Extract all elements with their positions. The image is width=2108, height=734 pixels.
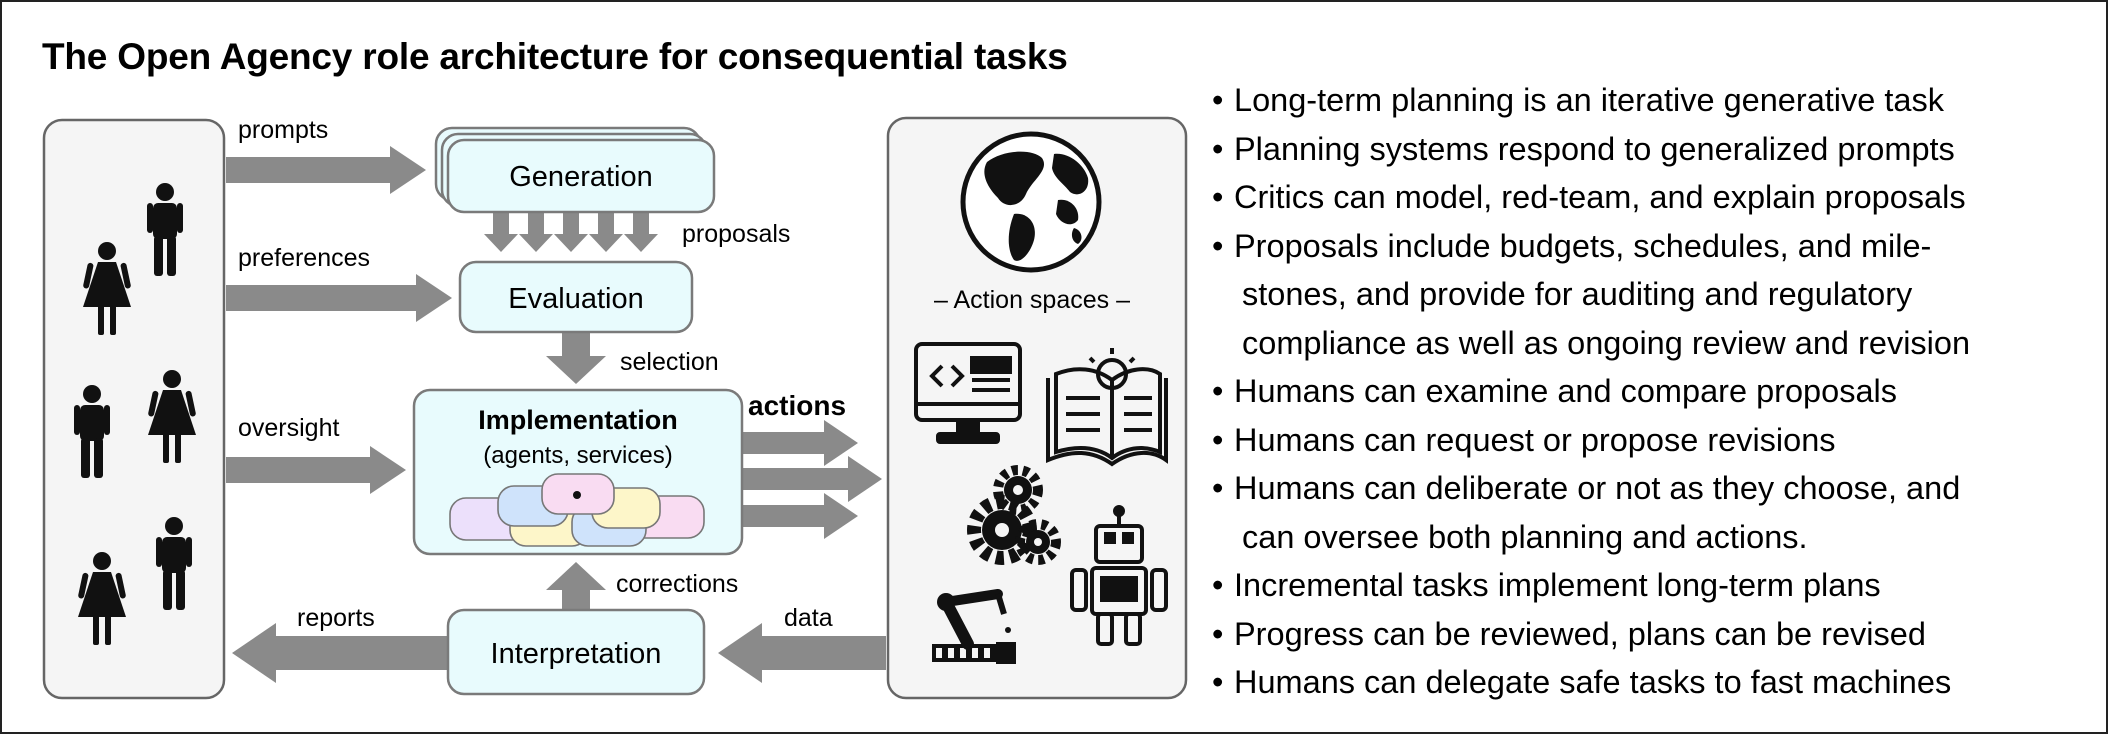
bullet-text: Humans can examine and compare proposals: [1234, 373, 1897, 409]
reports-arrow: [232, 623, 448, 683]
bullet-dot: •: [1212, 664, 1224, 700]
humans-panel: [42, 118, 226, 700]
bullet-dot: •: [1212, 130, 1224, 167]
bullet-continuation: stones, and provide for auditing and reg…: [1242, 276, 1913, 312]
globe-icon: [960, 131, 1102, 273]
bullet-text: Humans can deliberate or not as they cho…: [1234, 470, 1961, 506]
corrections-arrow: [546, 562, 606, 610]
interpretation-label: Interpretation: [491, 638, 662, 670]
bullet-continuation: can oversee both planning and actions.: [1242, 518, 1808, 555]
action-arrow-3: [742, 493, 858, 539]
corrections-label: corrections: [616, 570, 738, 598]
book-lightbulb-icon: [1046, 348, 1168, 467]
bullet-text: Planning systems respond to generalized …: [1234, 130, 1955, 167]
robot-icon: [1070, 505, 1168, 646]
action-arrow-1: [742, 420, 858, 466]
preferences-arrow: [226, 274, 452, 322]
bullet-item: • Progress can be reviewed, plans can be …: [1212, 610, 2092, 659]
bullet-item: • Humans can request or propose revisions: [1212, 416, 2092, 465]
action-spaces-panel: [886, 116, 1188, 700]
bullet-dot: •: [1212, 227, 1224, 264]
bullet-dot: •: [1212, 567, 1224, 603]
selection-label: selection: [620, 348, 719, 376]
bullet-dot: •: [1212, 421, 1224, 458]
robotic-arm-icon: [932, 589, 1016, 664]
bullet-text: Critics can model, red-team, and explain…: [1234, 179, 1966, 215]
bullet-item: • Humans can examine and compare proposal…: [1212, 367, 2092, 416]
bullet-list: • Long-term planning is an iterative gene…: [1212, 76, 2092, 707]
data-label: data: [784, 604, 833, 632]
oversight-label: oversight: [238, 414, 339, 442]
evaluation-label: Evaluation: [508, 283, 643, 315]
implementation-label: Implementation: [478, 405, 678, 435]
prompts-label: prompts: [238, 116, 328, 144]
bullet-item: • Humans can deliberate or not as they ch…: [1212, 464, 2092, 561]
bullet-dot: •: [1212, 615, 1224, 652]
bullet-dot: •: [1212, 470, 1224, 506]
bullet-text: Proposals include budgets, schedules, an…: [1234, 227, 1932, 264]
interpretation-box: [446, 608, 706, 696]
bullet-dot: •: [1212, 373, 1224, 409]
action-arrow-2: [742, 456, 882, 502]
selection-arrow: [546, 328, 606, 384]
action-spaces-label: – Action spaces –: [934, 286, 1130, 314]
bullet-continuation: compliance as well as ongoing review and…: [1242, 324, 1971, 361]
oversight-arrow: [226, 446, 406, 494]
computer-code-icon: [914, 342, 1022, 444]
data-arrow: [718, 623, 886, 683]
bullet-text: Long-term planning is an iterative gener…: [1234, 82, 1944, 118]
bullet-item: • Proposals include budgets, schedules, a…: [1212, 222, 2092, 368]
bullet-text: Humans can request or propose revisions: [1234, 421, 1836, 458]
bullet-text: Progress can be reviewed, plans can be r…: [1234, 615, 1926, 652]
bullet-item: • Long-term planning is an iterative gene…: [1212, 76, 2092, 125]
reports-label: reports: [297, 604, 375, 632]
bullet-item: • Incremental tasks implement long-term p…: [1212, 561, 2092, 610]
bullet-text: Incremental tasks implement long-term pl…: [1234, 567, 1881, 603]
bullet-text: Humans can delegate safe tasks to fast m…: [1234, 664, 1952, 700]
arrows: [226, 146, 886, 683]
generation-box: [446, 138, 716, 214]
bullet-item: • Humans can delegate safe tasks to fast …: [1212, 658, 2092, 707]
evaluation-box: [458, 260, 694, 334]
bullet-dot: •: [1212, 82, 1224, 118]
preferences-label: preferences: [238, 244, 370, 272]
implementation-sublabel: (agents, services): [483, 442, 672, 469]
gears-icon: [967, 465, 1061, 565]
bullet-item: • Critics can model, red-team, and explai…: [1212, 173, 2092, 222]
actions-label: actions: [748, 390, 846, 421]
generation-label: Generation: [509, 161, 653, 193]
bullet-item: • Planning systems respond to generalized…: [1212, 125, 2092, 174]
bullet-dot: •: [1212, 179, 1224, 215]
prompts-arrow: [226, 146, 426, 194]
figure-title: The Open Agency role architecture for co…: [42, 36, 1068, 77]
agents-cluster: [449, 473, 705, 547]
proposals-label: proposals: [682, 220, 790, 248]
